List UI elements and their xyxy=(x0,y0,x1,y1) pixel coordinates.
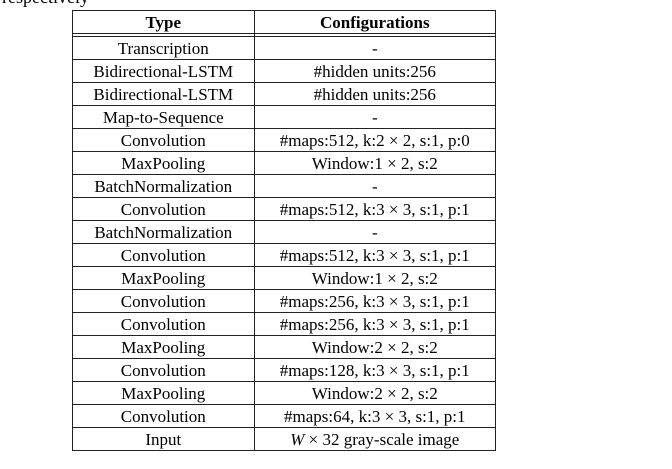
table-row: BatchNormalization - xyxy=(72,220,497,244)
layer-config: Window:2 × 2, s:2 xyxy=(253,381,497,405)
table-row: Convolution #maps:512, k:3 × 3, s:1, p:1 xyxy=(72,197,497,221)
layer-config: - xyxy=(253,36,497,60)
layer-config: #hidden units:256 xyxy=(253,59,497,83)
layer-type: Bidirectional-LSTM xyxy=(72,82,255,106)
table-row: Bidirectional-LSTM #hidden units:256 xyxy=(72,82,497,106)
table-row: Convolution #maps:512, k:2 × 2, s:1, p:0 xyxy=(72,128,497,152)
layer-config: Window:1 × 2, s:2 xyxy=(253,151,497,175)
table-row: Bidirectional-LSTM #hidden units:256 xyxy=(72,59,497,83)
layer-config: - xyxy=(253,174,497,198)
table-row: Convolution #maps:256, k:3 × 3, s:1, p:1 xyxy=(72,289,497,313)
layer-config: #hidden units:256 xyxy=(253,82,497,106)
layer-type: Convolution xyxy=(72,358,255,382)
table-row: MaxPooling Window:1 × 2, s:2 xyxy=(72,151,497,175)
layer-type: Bidirectional-LSTM xyxy=(72,59,255,83)
layer-type: Input xyxy=(72,427,255,451)
layer-config: #maps:512, k:3 × 3, s:1, p:1 xyxy=(253,197,497,221)
layer-config: #maps:256, k:3 × 3, s:1, p:1 xyxy=(253,312,497,336)
layer-config: #maps:512, k:3 × 3, s:1, p:1 xyxy=(253,243,497,267)
table-row: Convolution #maps:128, k:3 × 3, s:1, p:1 xyxy=(72,358,497,382)
layer-type: Transcription xyxy=(72,36,255,60)
preceding-text-fragment: respectively xyxy=(2,0,89,7)
table-row: Convolution #maps:256, k:3 × 3, s:1, p:1 xyxy=(72,312,497,336)
input-config-text: × 32 gray-scale image xyxy=(304,429,460,449)
input-width-symbol: W xyxy=(290,429,305,449)
layer-config: #maps:128, k:3 × 3, s:1, p:1 xyxy=(253,358,497,382)
table-row: Transcription - xyxy=(72,36,497,60)
layer-type: MaxPooling xyxy=(72,335,255,359)
table-row: Input W × 32 gray-scale image xyxy=(72,427,497,451)
layer-type: MaxPooling xyxy=(72,381,255,405)
layer-config: #maps:512, k:2 × 2, s:1, p:0 xyxy=(253,128,497,152)
table-row: Convolution #maps:64, k:3 × 3, s:1, p:1 xyxy=(72,404,497,428)
layer-config-input: W × 32 gray-scale image xyxy=(253,427,497,451)
layer-type: Convolution xyxy=(72,128,255,152)
layer-config: #maps:256, k:3 × 3, s:1, p:1 xyxy=(253,289,497,313)
table-row: BatchNormalization - xyxy=(72,174,497,198)
layer-config: #maps:64, k:3 × 3, s:1, p:1 xyxy=(253,404,497,428)
network-architecture-table: Type Configurations Transcription - Bidi… xyxy=(72,10,497,451)
layer-type: MaxPooling xyxy=(72,151,255,175)
layer-config: Window:2 × 2, s:2 xyxy=(253,335,497,359)
table-row: MaxPooling Window:2 × 2, s:2 xyxy=(72,381,497,405)
table-row: Map-to-Sequence - xyxy=(72,105,497,129)
layer-type: MaxPooling xyxy=(72,266,255,290)
layer-config: - xyxy=(253,220,497,244)
layer-type: Convolution xyxy=(72,289,255,313)
layer-type: Map-to-Sequence xyxy=(72,105,255,129)
table-header-row: Type Configurations xyxy=(72,10,497,34)
layer-type: BatchNormalization xyxy=(72,174,255,198)
layer-type: BatchNormalization xyxy=(72,220,255,244)
layer-config: Window:1 × 2, s:2 xyxy=(253,266,497,290)
column-header-type: Type xyxy=(72,10,255,34)
layer-type: Convolution xyxy=(72,404,255,428)
table-row: MaxPooling Window:2 × 2, s:2 xyxy=(72,335,497,359)
layer-config: - xyxy=(253,105,497,129)
table-row: Convolution #maps:512, k:3 × 3, s:1, p:1 xyxy=(72,243,497,267)
table-row: MaxPooling Window:1 × 2, s:2 xyxy=(72,266,497,290)
layer-type: Convolution xyxy=(72,312,255,336)
layer-type: Convolution xyxy=(72,243,255,267)
layer-type: Convolution xyxy=(72,197,255,221)
column-header-configurations: Configurations xyxy=(253,10,497,34)
